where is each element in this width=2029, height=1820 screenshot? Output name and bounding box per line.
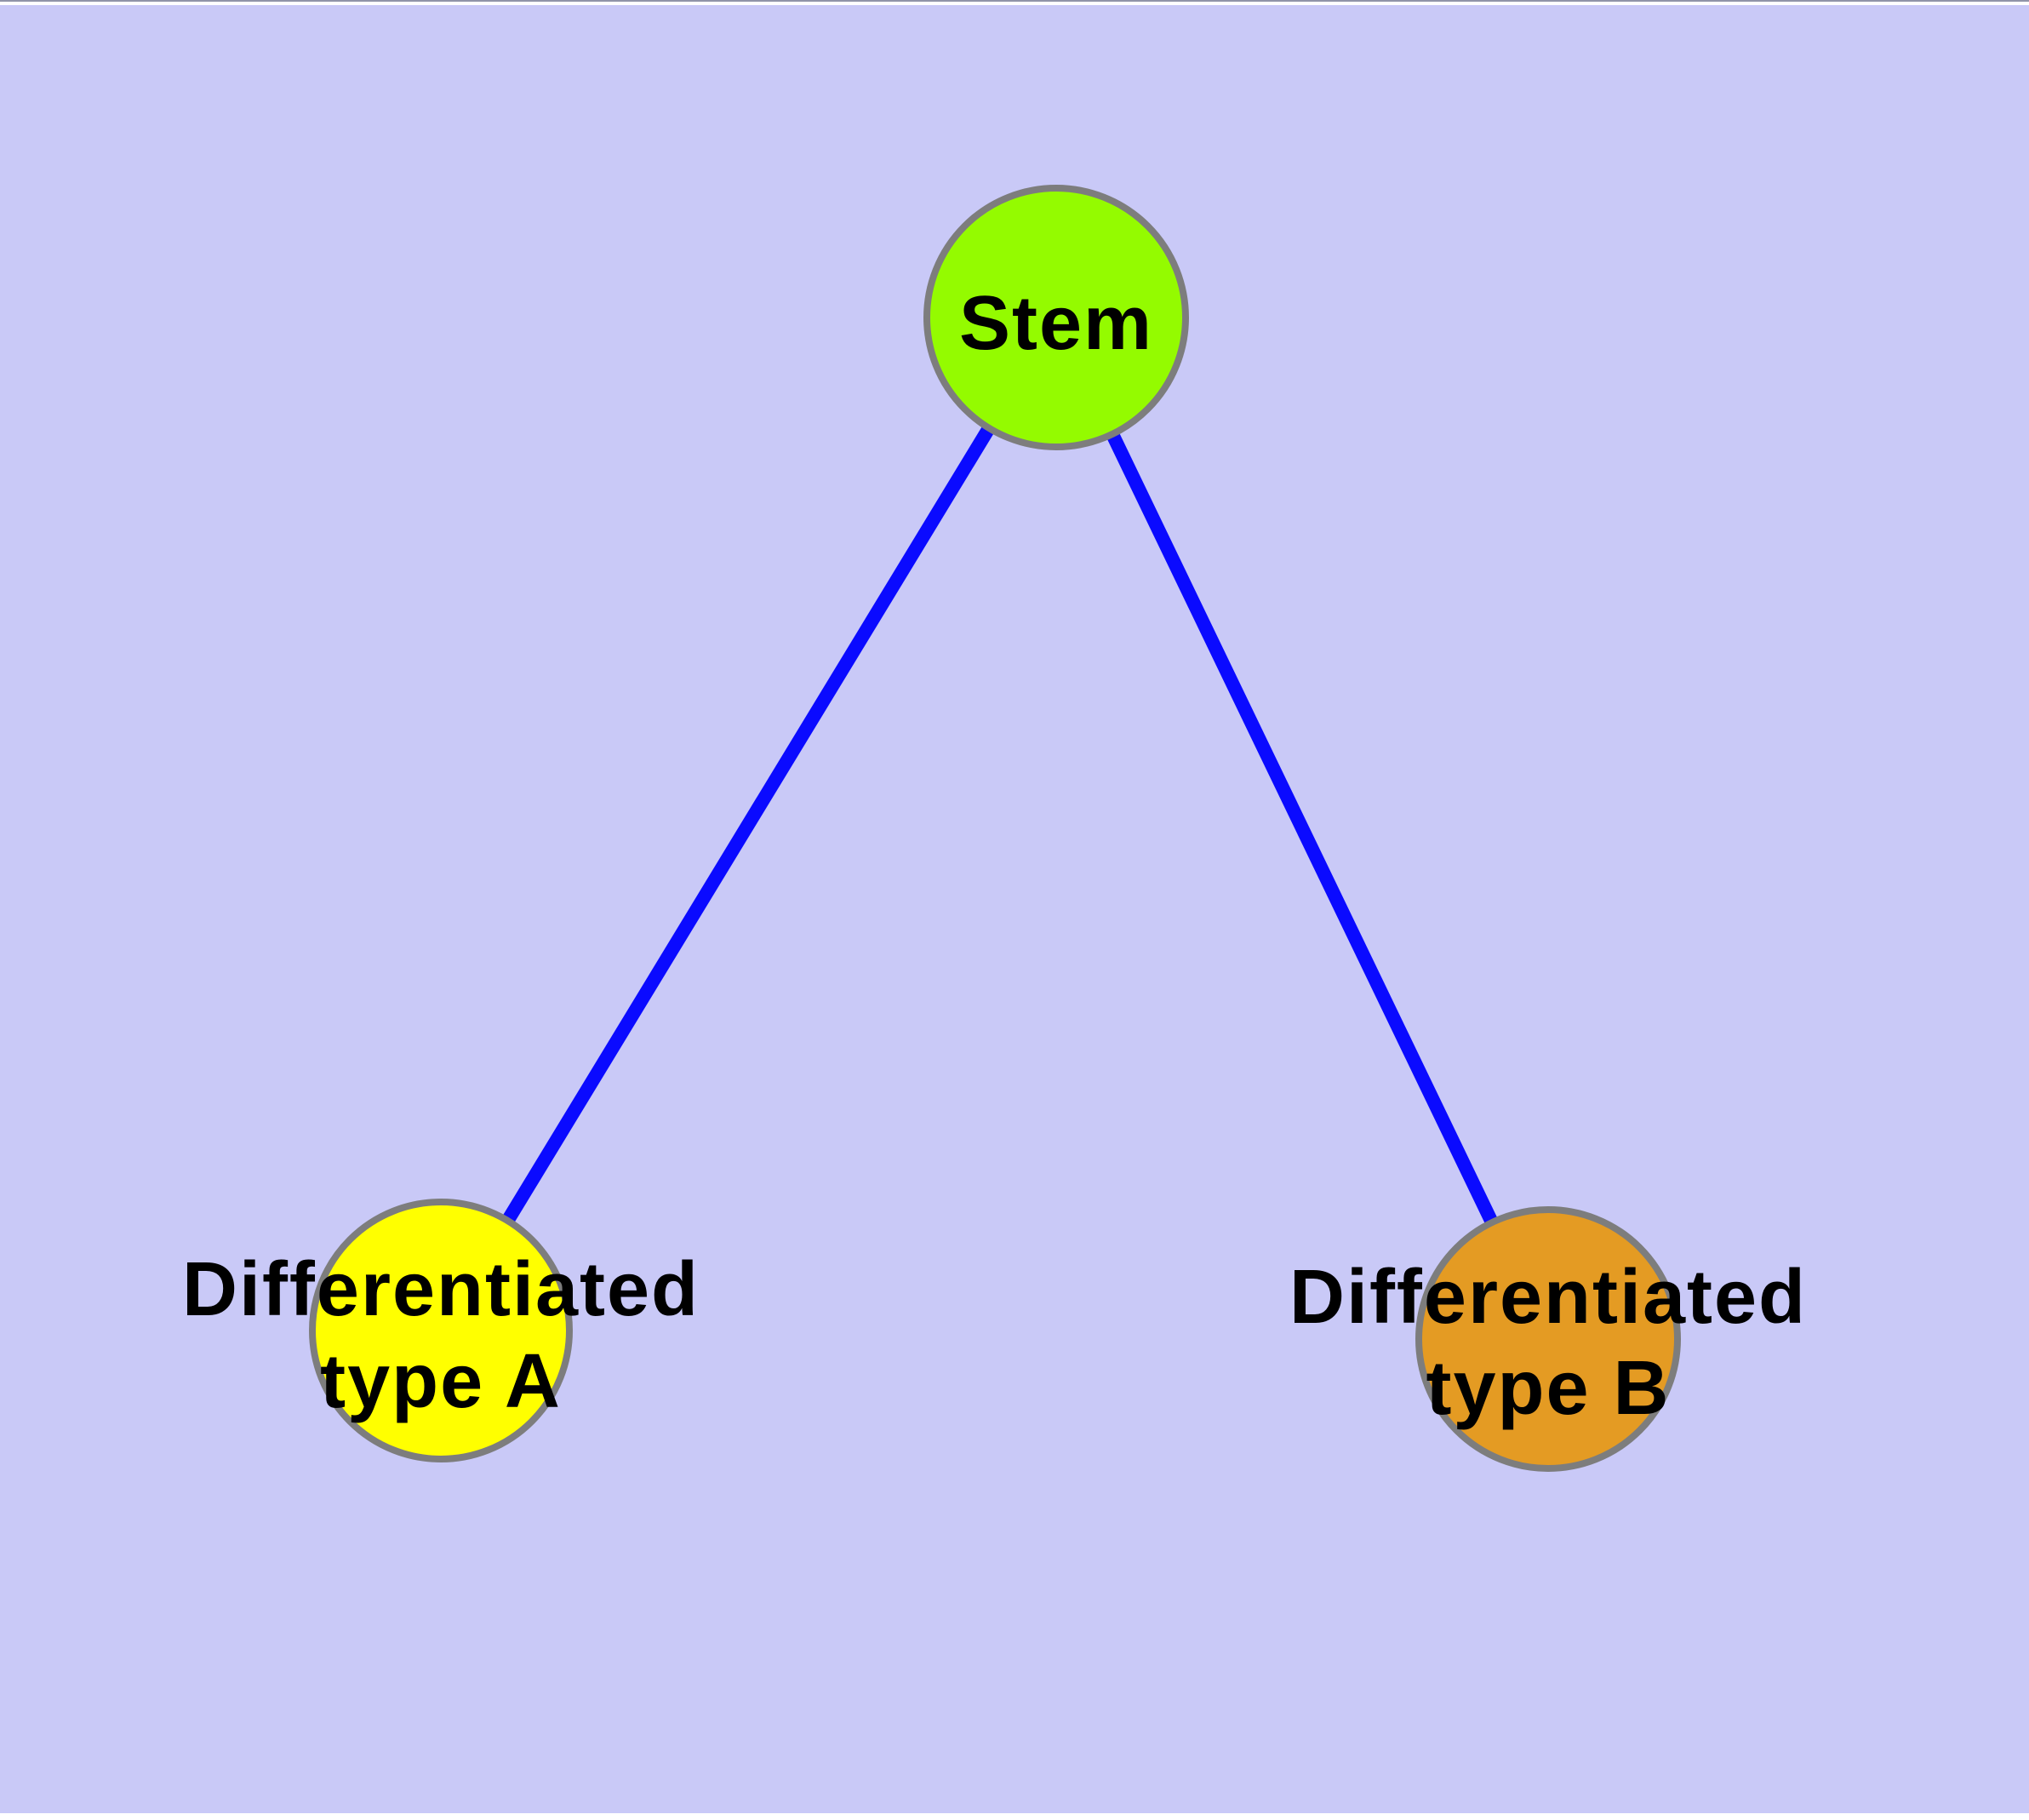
node-differentiated-type-b-label-line1: Differentiated [1289,1255,1807,1340]
node-stem [923,185,1189,450]
node-differentiated-type-a [309,1199,573,1462]
node-differentiated-type-b [1415,1206,1681,1472]
node-differentiated-type-a-label-line1: Differentiated [182,1247,700,1332]
node-stem-label: Stem [959,281,1153,366]
top-border-line [0,0,2029,2]
node-differentiated-type-a-label-line2: type A [320,1339,562,1424]
edge-stem-to-differentiated-type-b [1049,314,1555,1342]
node-differentiated-type-b-label-line2: type B [1426,1346,1670,1431]
edge-stem-to-differentiated-type-a [435,313,1062,1335]
